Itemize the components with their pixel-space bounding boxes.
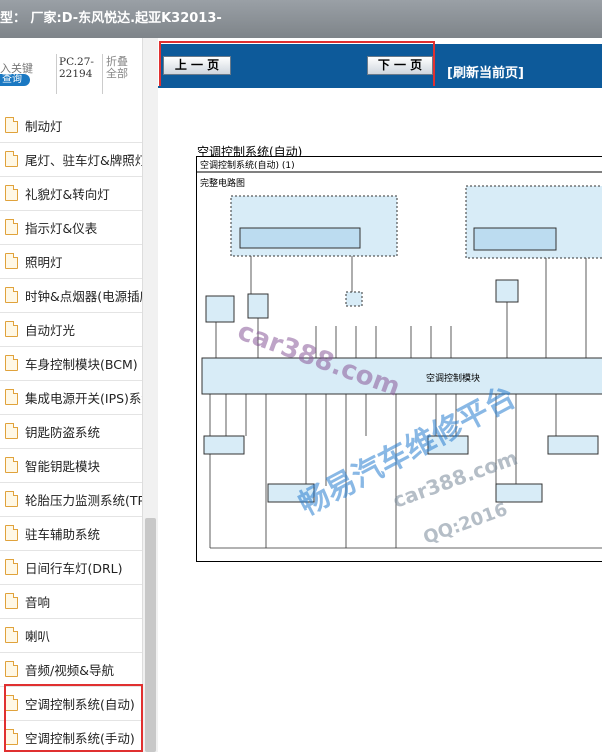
tree-item-label: 空调控制系统(自动) xyxy=(25,697,135,712)
document-icon xyxy=(5,525,18,541)
scrollbar-thumb[interactable] xyxy=(145,518,156,752)
page-toolbar: 上 一 页 下 一 页 [刷新当前页] xyxy=(159,44,602,86)
document-icon xyxy=(5,627,18,643)
refresh-link[interactable]: [刷新当前页] xyxy=(447,66,524,81)
document-icon xyxy=(5,457,18,473)
document-icon xyxy=(5,185,18,201)
document-icon xyxy=(5,355,18,371)
tree-item-label: 日间行车灯(DRL) xyxy=(25,561,123,576)
search-button[interactable]: 查询 xyxy=(0,74,30,86)
tree-item[interactable]: 自动灯光 xyxy=(0,312,142,347)
tree-item[interactable]: 集成电源开关(IPS)系统 xyxy=(0,380,142,415)
tree-item[interactable]: 日间行车灯(DRL) xyxy=(0,550,142,585)
collapse-all-button[interactable]: 折叠 全部 xyxy=(106,56,128,80)
tree-item[interactable]: 驻车辅助系统 xyxy=(0,516,142,551)
tree-item[interactable]: 音频/视频&导航 xyxy=(0,652,142,687)
tree-item[interactable]: 轮胎压力监测系统(TPMS) xyxy=(0,482,142,517)
document-icon xyxy=(5,117,18,133)
next-page-button[interactable]: 下 一 页 xyxy=(367,56,433,75)
sidebar-search-area: 入关键 查询 PC.27- 22194 折叠 全部 xyxy=(0,38,158,98)
tree-item-label: 制动灯 xyxy=(25,119,63,134)
tree-item[interactable]: 礼貌灯&转向灯 xyxy=(0,176,142,211)
collapse-all-line2: 全部 xyxy=(106,67,128,80)
document-icon xyxy=(5,151,18,167)
tree-item[interactable]: 照明灯 xyxy=(0,244,142,279)
sidebar-scrollbar[interactable] xyxy=(142,38,158,752)
wiring-diagram: 空调控制系统(自动) (1) 完整电路图 空调控制模块 car388.com 畅… xyxy=(196,156,602,562)
tree-item-label: 集成电源开关(IPS)系统 xyxy=(25,391,142,406)
tree-item-label: 自动灯光 xyxy=(25,323,76,338)
tree-item-label: 空调控制系统(手动) xyxy=(25,731,135,746)
prev-page-button[interactable]: 上 一 页 xyxy=(163,56,231,75)
document-icon xyxy=(5,253,18,269)
document-icon xyxy=(5,287,18,303)
tree-item-label: 喇叭 xyxy=(25,629,51,644)
document-icon xyxy=(5,491,18,507)
tree-item-label: 指示灯&仪表 xyxy=(25,221,98,236)
tree-item-label: 时钟&点烟器(电源插座) xyxy=(25,289,142,304)
highlight-box-sidebar xyxy=(4,684,143,752)
tree-item-label: 车身控制模块(BCM) xyxy=(25,357,138,372)
module-label: 空调控制模块 xyxy=(426,372,480,384)
tree-item[interactable]: 时钟&点烟器(电源插座) xyxy=(0,278,142,313)
keyword-input[interactable]: 入关键 xyxy=(0,62,33,75)
title-bar: 型： 厂家:D-东风悦达.起亚K32013- xyxy=(0,0,602,38)
tree-item-label: 礼貌灯&转向灯 xyxy=(25,187,110,202)
sidebar: 入关键 查询 PC.27- 22194 折叠 全部 制动灯尾灯、驻车灯&牌照灯礼… xyxy=(0,38,158,752)
document-icon xyxy=(5,423,18,439)
document-title: 空调控制系统(自动) xyxy=(197,145,303,159)
tree-item-label: 照明灯 xyxy=(25,255,63,270)
tree-item-label: 钥匙防盗系统 xyxy=(25,425,101,440)
document-icon xyxy=(5,389,18,405)
tree-item[interactable]: 喇叭 xyxy=(0,618,142,653)
document-icon xyxy=(5,321,18,337)
tree-item-label: 驻车辅助系统 xyxy=(25,527,101,542)
diagram-section: 完整电路图 xyxy=(200,177,245,189)
divider xyxy=(56,54,57,94)
toolbar-divider xyxy=(158,86,602,88)
divider xyxy=(102,54,103,94)
document-icon xyxy=(5,729,18,745)
document-icon xyxy=(5,661,18,677)
vehicle-code: PC.27- 22194 xyxy=(59,56,94,80)
tree-item[interactable]: 制动灯 xyxy=(0,108,142,143)
tree-item[interactable]: 空调控制系统(手动) xyxy=(0,720,142,752)
tree-item[interactable]: 智能钥匙模块 xyxy=(0,448,142,483)
tree-item-label: 音频/视频&导航 xyxy=(25,663,114,678)
document-icon xyxy=(5,219,18,235)
tree-item[interactable]: 指示灯&仪表 xyxy=(0,210,142,245)
title-text: 型： 厂家:D-东风悦达.起亚K32013- xyxy=(0,11,222,26)
tree-item-label: 轮胎压力监测系统(TPMS) xyxy=(25,493,142,508)
diagram-subtitle: 空调控制系统(自动) (1) xyxy=(200,159,295,171)
tree-item[interactable]: 音响 xyxy=(0,584,142,619)
tree-item[interactable]: 钥匙防盗系统 xyxy=(0,414,142,449)
tree-item-label: 尾灯、驻车灯&牌照灯 xyxy=(25,153,142,168)
vehicle-code-line2: 22194 xyxy=(59,68,93,80)
collapse-all-line1: 折叠 xyxy=(106,55,128,68)
tree-item[interactable]: 尾灯、驻车灯&牌照灯 xyxy=(0,142,142,177)
vehicle-code-line1: PC.27- xyxy=(59,56,94,68)
document-icon xyxy=(5,593,18,609)
tree-item[interactable]: 车身控制模块(BCM) xyxy=(0,346,142,381)
tree-item-label: 音响 xyxy=(25,595,51,610)
document-icon xyxy=(5,559,18,575)
highlight-box-toolbar xyxy=(159,41,435,88)
tree-item-label: 智能钥匙模块 xyxy=(25,459,101,474)
